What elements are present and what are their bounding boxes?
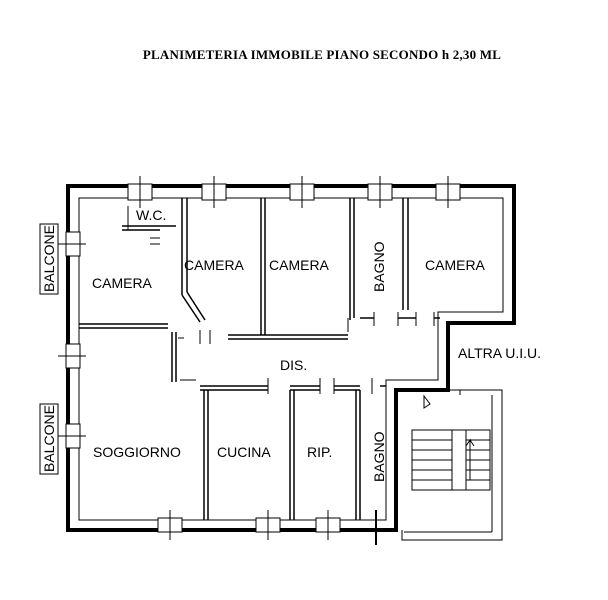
camera-4-label: CAMERA — [425, 257, 486, 273]
camera-1-label: CAMERA — [92, 275, 153, 291]
balconies — [39, 223, 59, 475]
dis-label: DIS. — [280, 357, 307, 373]
camera-3-label: CAMERA — [269, 257, 330, 273]
wc-label: W.C. — [136, 207, 166, 223]
stairwell — [401, 389, 503, 541]
cucina-label: CUCINA — [217, 444, 271, 460]
balcone-2-label: BALCONE — [41, 405, 57, 472]
door-marks — [127, 206, 435, 394]
bagno-1-label: BAGNO — [371, 241, 387, 292]
bottom-windows — [157, 510, 377, 545]
bagno-2-label: BAGNO — [371, 431, 387, 482]
balcone-1-label: BALCONE — [41, 225, 57, 292]
camera-2-label: CAMERA — [184, 257, 245, 273]
plan-title: PLANIMETERIA IMMOBILE PIANO SECONDO h 2,… — [142, 47, 502, 62]
altra-uiu-label: ALTRA U.I.U. — [458, 345, 541, 361]
rip-label: RIP. — [307, 444, 332, 460]
soggiorno-label: SOGGIORNO — [93, 444, 181, 460]
left-windows — [58, 231, 86, 449]
top-windows — [127, 176, 461, 208]
interior-walls — [79, 198, 440, 520]
